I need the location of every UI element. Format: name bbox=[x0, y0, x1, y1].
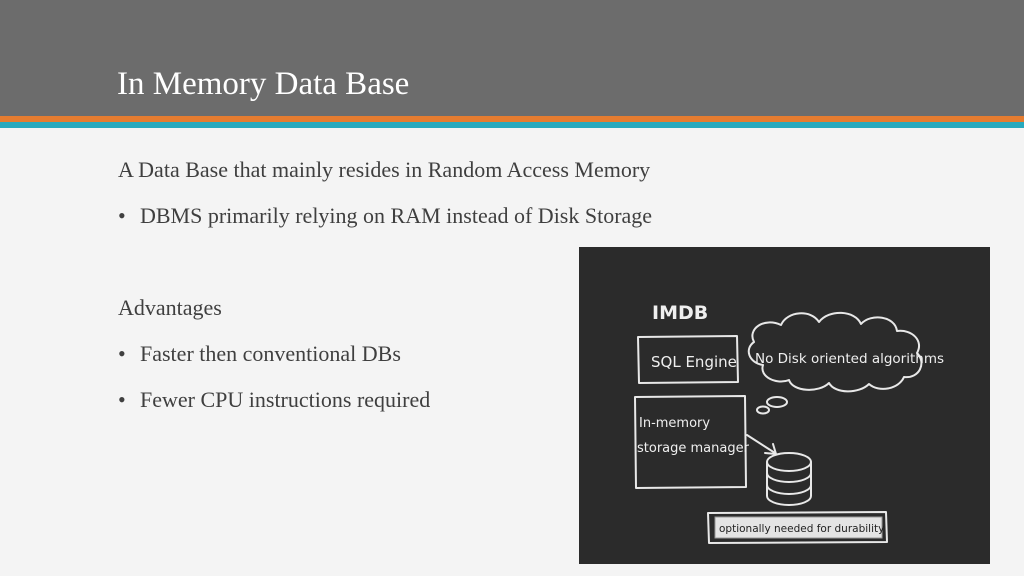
bullet-marker: • bbox=[118, 341, 126, 366]
intro-text: A Data Base that mainly resides in Rando… bbox=[118, 157, 651, 182]
durability-label-bg bbox=[714, 516, 883, 539]
database-top bbox=[766, 452, 812, 472]
arrow-line bbox=[746, 434, 776, 454]
title-bar: In Memory Data Base bbox=[0, 0, 1024, 116]
bullet-text: DBMS primarily relying on RAM instead of… bbox=[140, 203, 653, 228]
imdb-diagram: IMDB SQL Engine No Disk oriented algorit… bbox=[634, 302, 944, 544]
advantages-heading: Advantages bbox=[118, 295, 222, 320]
imdb-heading: IMDB bbox=[652, 302, 708, 324]
bullet-item: • Faster then conventional DBs bbox=[118, 336, 818, 382]
thought-cloud bbox=[747, 311, 923, 393]
storage-label-line2: storage manager bbox=[637, 441, 750, 456]
storage-label-line1: In-memory bbox=[639, 416, 710, 431]
bullet-item: • DBMS primarily relying on RAM instead o… bbox=[118, 198, 818, 244]
database-body bbox=[766, 461, 812, 506]
bullet-marker: • bbox=[118, 203, 126, 228]
sql-engine-label: SQL Engine bbox=[651, 353, 737, 371]
slide-body: A Data Base that mainly resides in Rando… bbox=[118, 152, 818, 428]
thought-bubble bbox=[766, 396, 788, 408]
sql-engine-box bbox=[637, 335, 739, 384]
durability-label: optionally needed for durability bbox=[719, 523, 884, 535]
durability-frame bbox=[707, 511, 888, 544]
thought-bubble bbox=[756, 405, 770, 415]
cloud-label: No Disk oriented algorithms bbox=[755, 351, 944, 367]
bullet-text: Faster then conventional DBs bbox=[140, 341, 401, 366]
bullet-marker: • bbox=[118, 387, 126, 412]
slide-title: In Memory Data Base bbox=[117, 66, 410, 102]
accent-stripe-teal bbox=[0, 122, 1024, 128]
imdb-chalkboard-image: IMDB SQL Engine No Disk oriented algorit… bbox=[579, 247, 990, 564]
bullet-text: Fewer CPU instructions required bbox=[140, 387, 431, 412]
storage-manager-box bbox=[634, 395, 747, 489]
bullet-item: • Fewer CPU instructions required bbox=[118, 382, 818, 428]
accent-stripe-orange bbox=[0, 116, 1024, 122]
